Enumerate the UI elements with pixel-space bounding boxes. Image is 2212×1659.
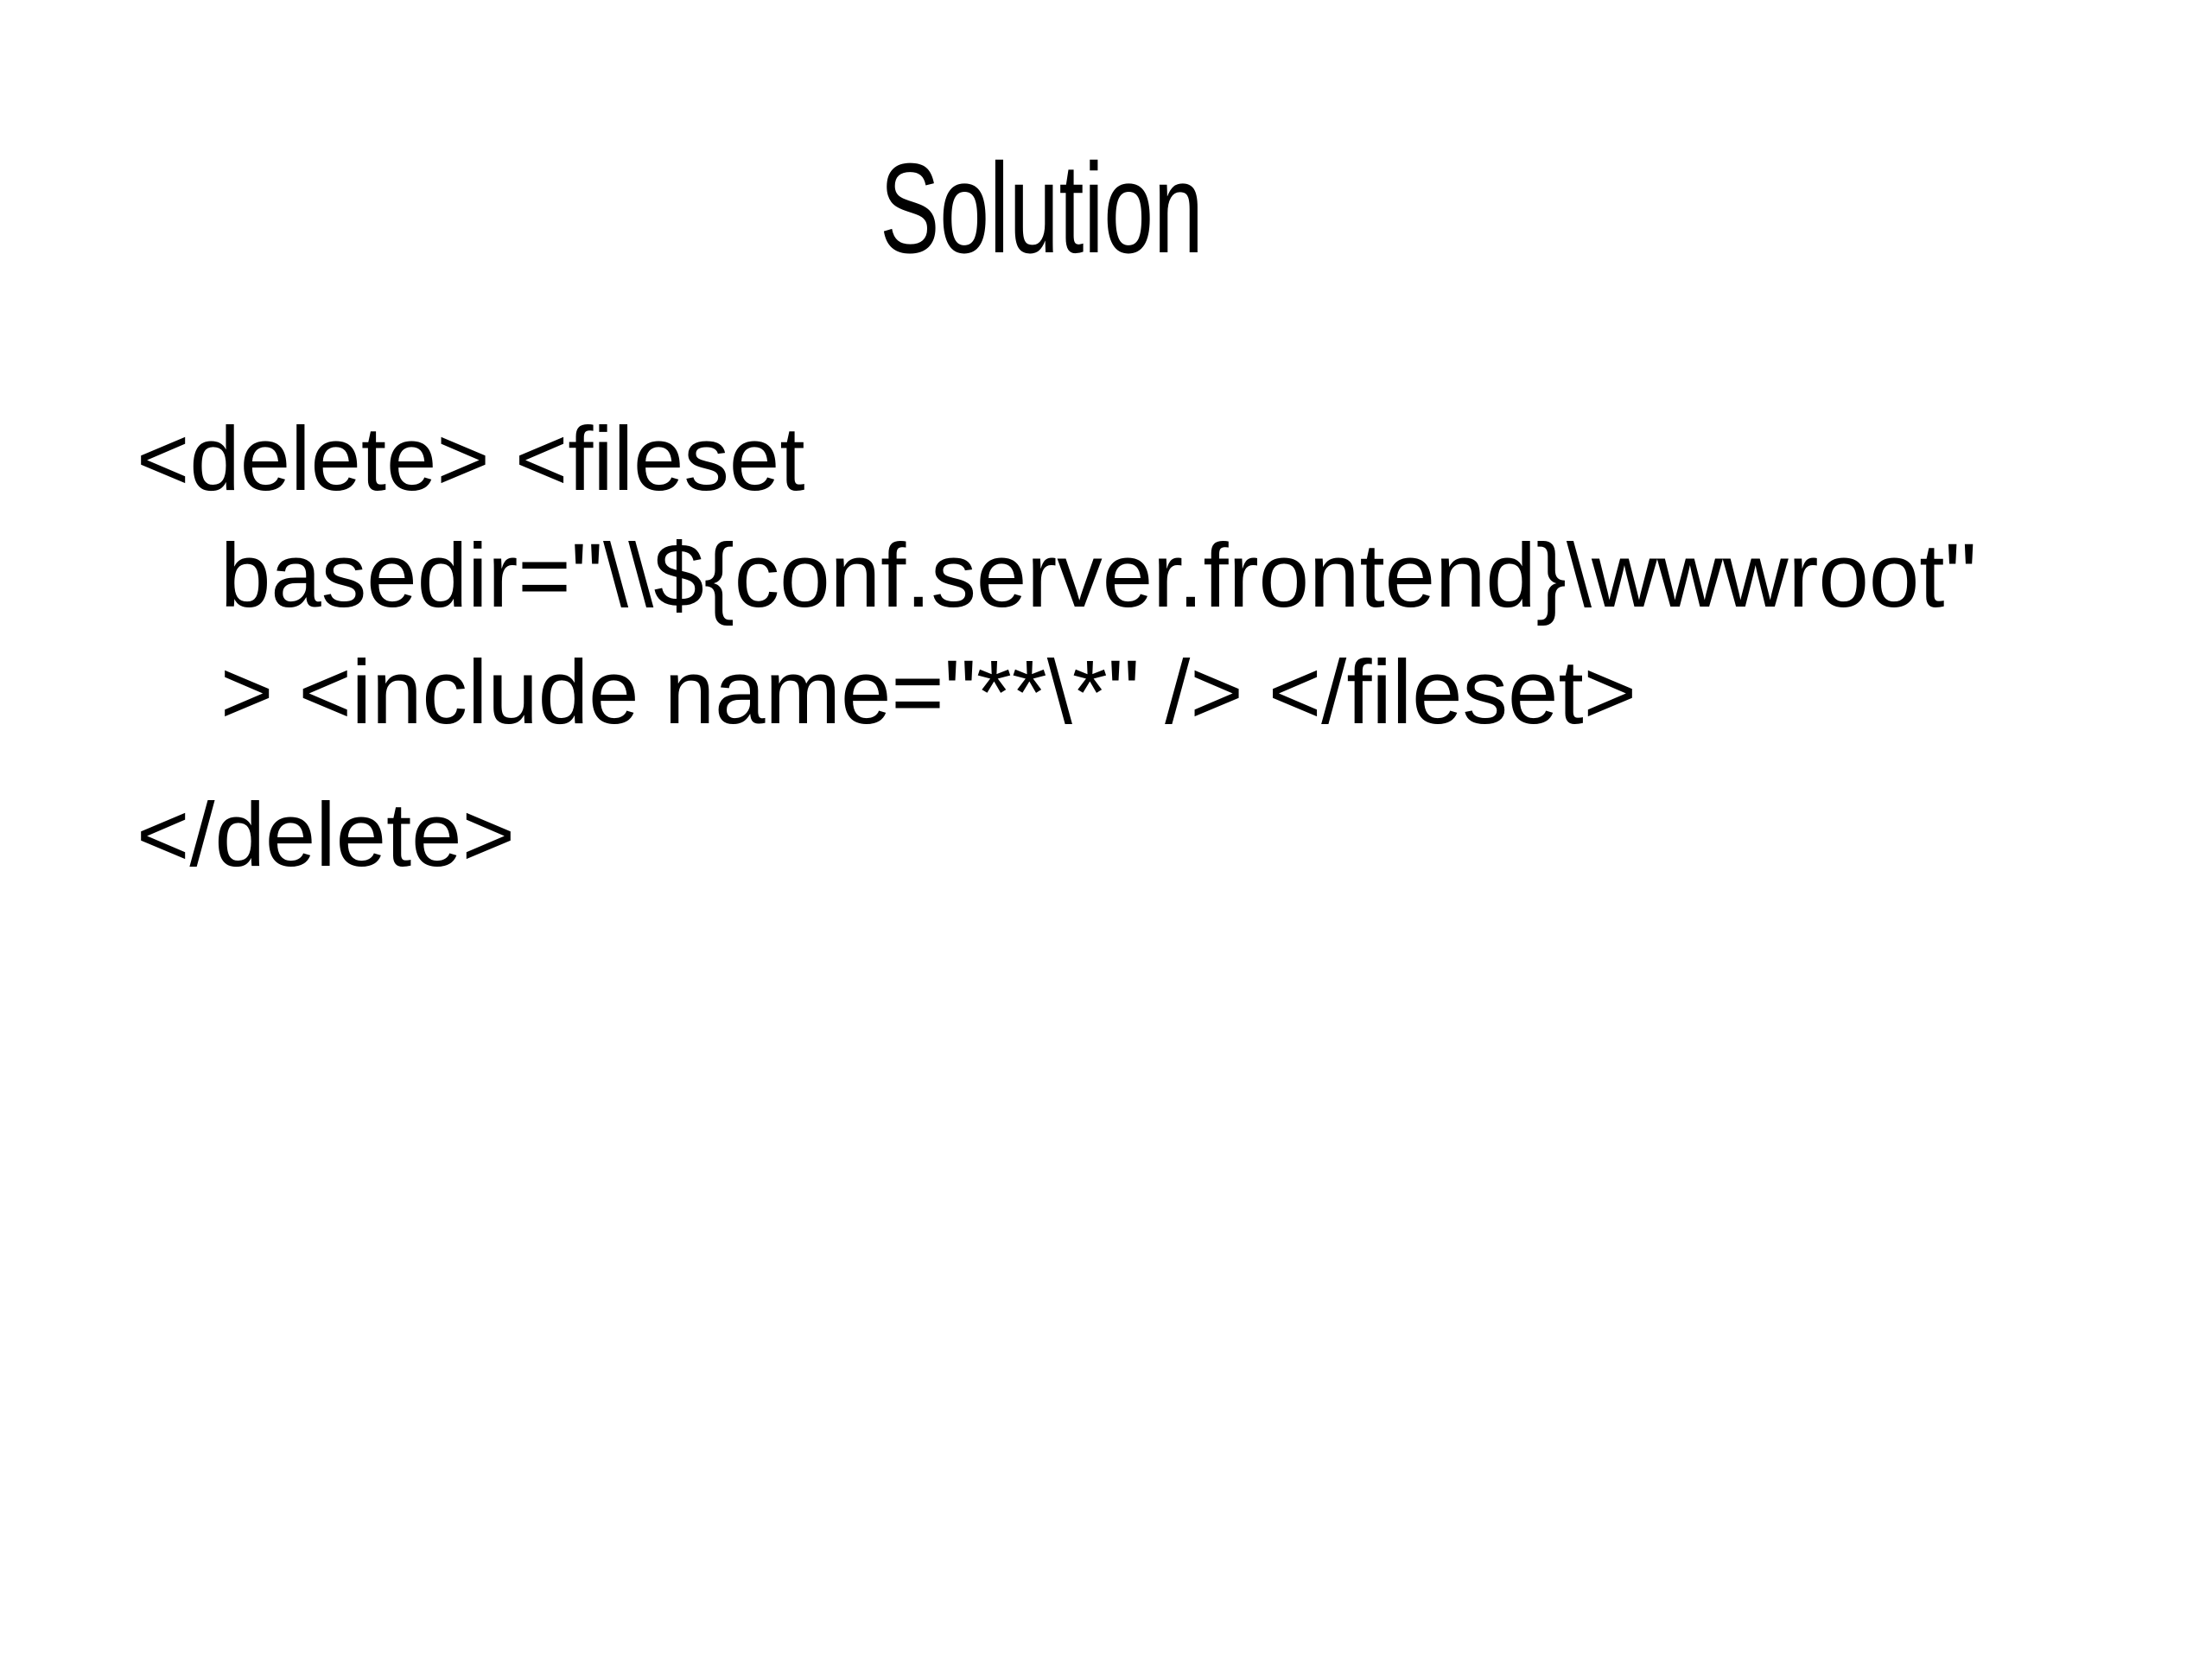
code-line: > <include name="**\*" /> </fileset> <box>220 642 1637 743</box>
code-block: <delete> <fileset basedir="\\${conf.serv… <box>137 401 2177 893</box>
slide-title: Solution <box>0 130 2212 289</box>
slide-title-text: Solution <box>879 137 1204 280</box>
code-line: <delete> <fileset <box>137 409 805 510</box>
code-line: </delete> <box>137 785 515 886</box>
code-paragraph: <delete> <fileset basedir="\\${conf.serv… <box>137 401 2177 751</box>
code-paragraph: </delete> <box>137 777 2177 893</box>
code-line: basedir="\\${conf.server.frontend}\wwwro… <box>220 525 1977 626</box>
